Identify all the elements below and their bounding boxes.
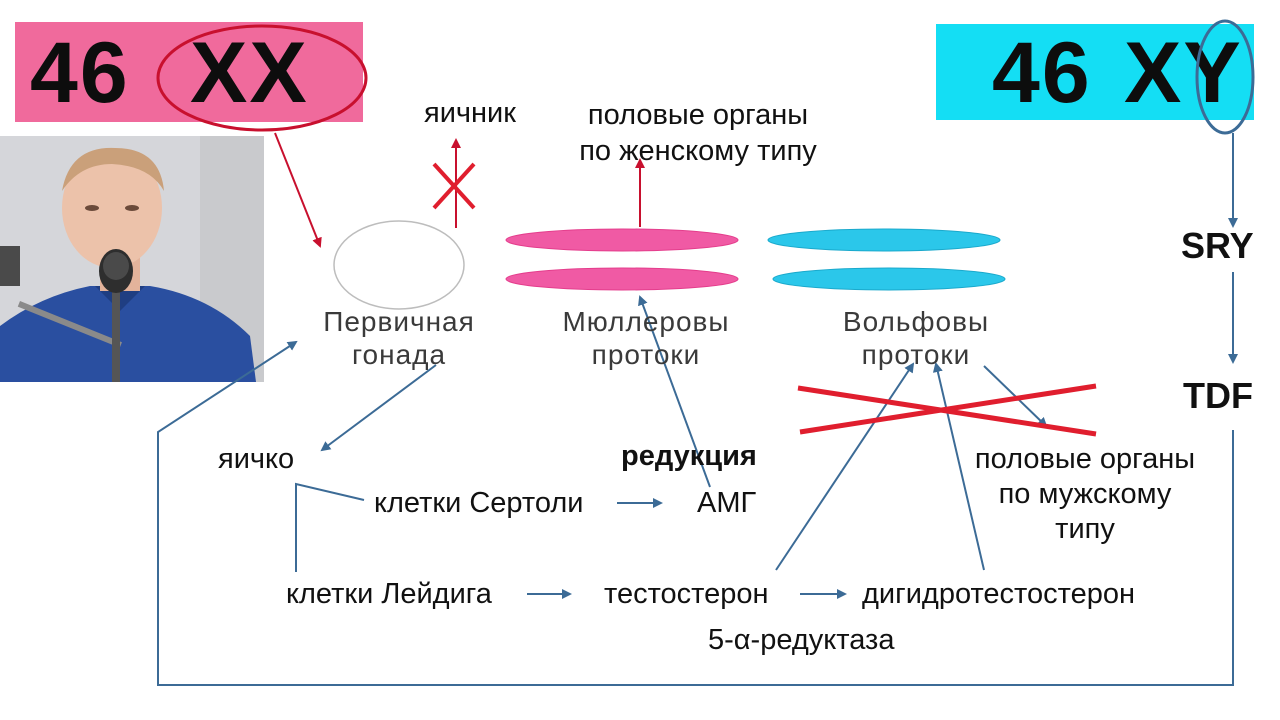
testis-label: яичко (218, 443, 295, 475)
karyotype-xx-chromosomes: XX (190, 25, 309, 121)
primary-gonad-oval (333, 220, 465, 310)
reduction-label: редукция (621, 440, 757, 472)
sry-label: SRY (1181, 225, 1254, 266)
karyotype-xy-chromosomes: XY (1124, 25, 1243, 121)
primary-gonad-label-line1: Первичная (323, 306, 475, 337)
leydig-cells-label: клетки Лейдига (286, 578, 492, 610)
y-highlight-circle (1195, 19, 1255, 135)
mullerian-label-line2: протоки (591, 339, 701, 370)
male-organs-label-line2: по мужскому (998, 478, 1172, 510)
karyotype-xy-number: 46 (992, 25, 1092, 121)
karyotype-xx-number: 46 (30, 25, 130, 121)
mullerian-duct-upper (505, 228, 739, 252)
karyotype-xx-box (15, 22, 363, 122)
male-organs-label-line3: типу (1055, 513, 1115, 545)
testosterone-label: тестостерон (604, 578, 769, 610)
female-organs-label-line1: половые органы (587, 99, 809, 131)
reductase-label: 5-α-редуктаза (708, 624, 895, 656)
wolffian-label-line2: протоки (861, 339, 971, 370)
dht-label: дигидротестостерон (862, 578, 1135, 610)
xx-highlight-circle (156, 24, 368, 132)
tdf-to-gonad-loop-arrow (157, 340, 1234, 686)
ovary-cross-line-2 (432, 162, 476, 210)
presenter-figure (0, 136, 264, 382)
testosterone-to-wolffian-arrow (775, 362, 915, 571)
tdf-label: TDF (1183, 375, 1253, 416)
gonad-to-testis-arrow (320, 364, 437, 452)
mullerian-label-line1: Мюллеровы (562, 306, 730, 337)
male-organs-label-line1: половые органы (974, 443, 1196, 475)
wolffian-duct-upper (767, 228, 1001, 252)
amh-label: АМГ (697, 487, 757, 519)
xx-to-gonad-arrow (274, 132, 322, 248)
amh-to-mullerian-arrow (638, 295, 711, 488)
female-organs-label-line2: по женскому типу (579, 135, 817, 167)
wolffian-duct-lower (772, 267, 1006, 291)
wolffian-to-male-organs-arrow (983, 365, 1048, 428)
ovary-label: яичник (424, 97, 516, 129)
testis-cell-bracket (295, 482, 365, 572)
mullerian-duct-lower (505, 267, 739, 291)
wolffian-label-line1: Вольфовы (842, 306, 990, 337)
wolffian-cross-line-2 (799, 383, 1097, 435)
presenter-webcam (0, 136, 264, 382)
sertoli-cells-label: клетки Сертоли (374, 487, 584, 519)
dht-to-wolffian-arrow (932, 362, 985, 571)
primary-gonad-label-line2: гонада (351, 339, 447, 370)
